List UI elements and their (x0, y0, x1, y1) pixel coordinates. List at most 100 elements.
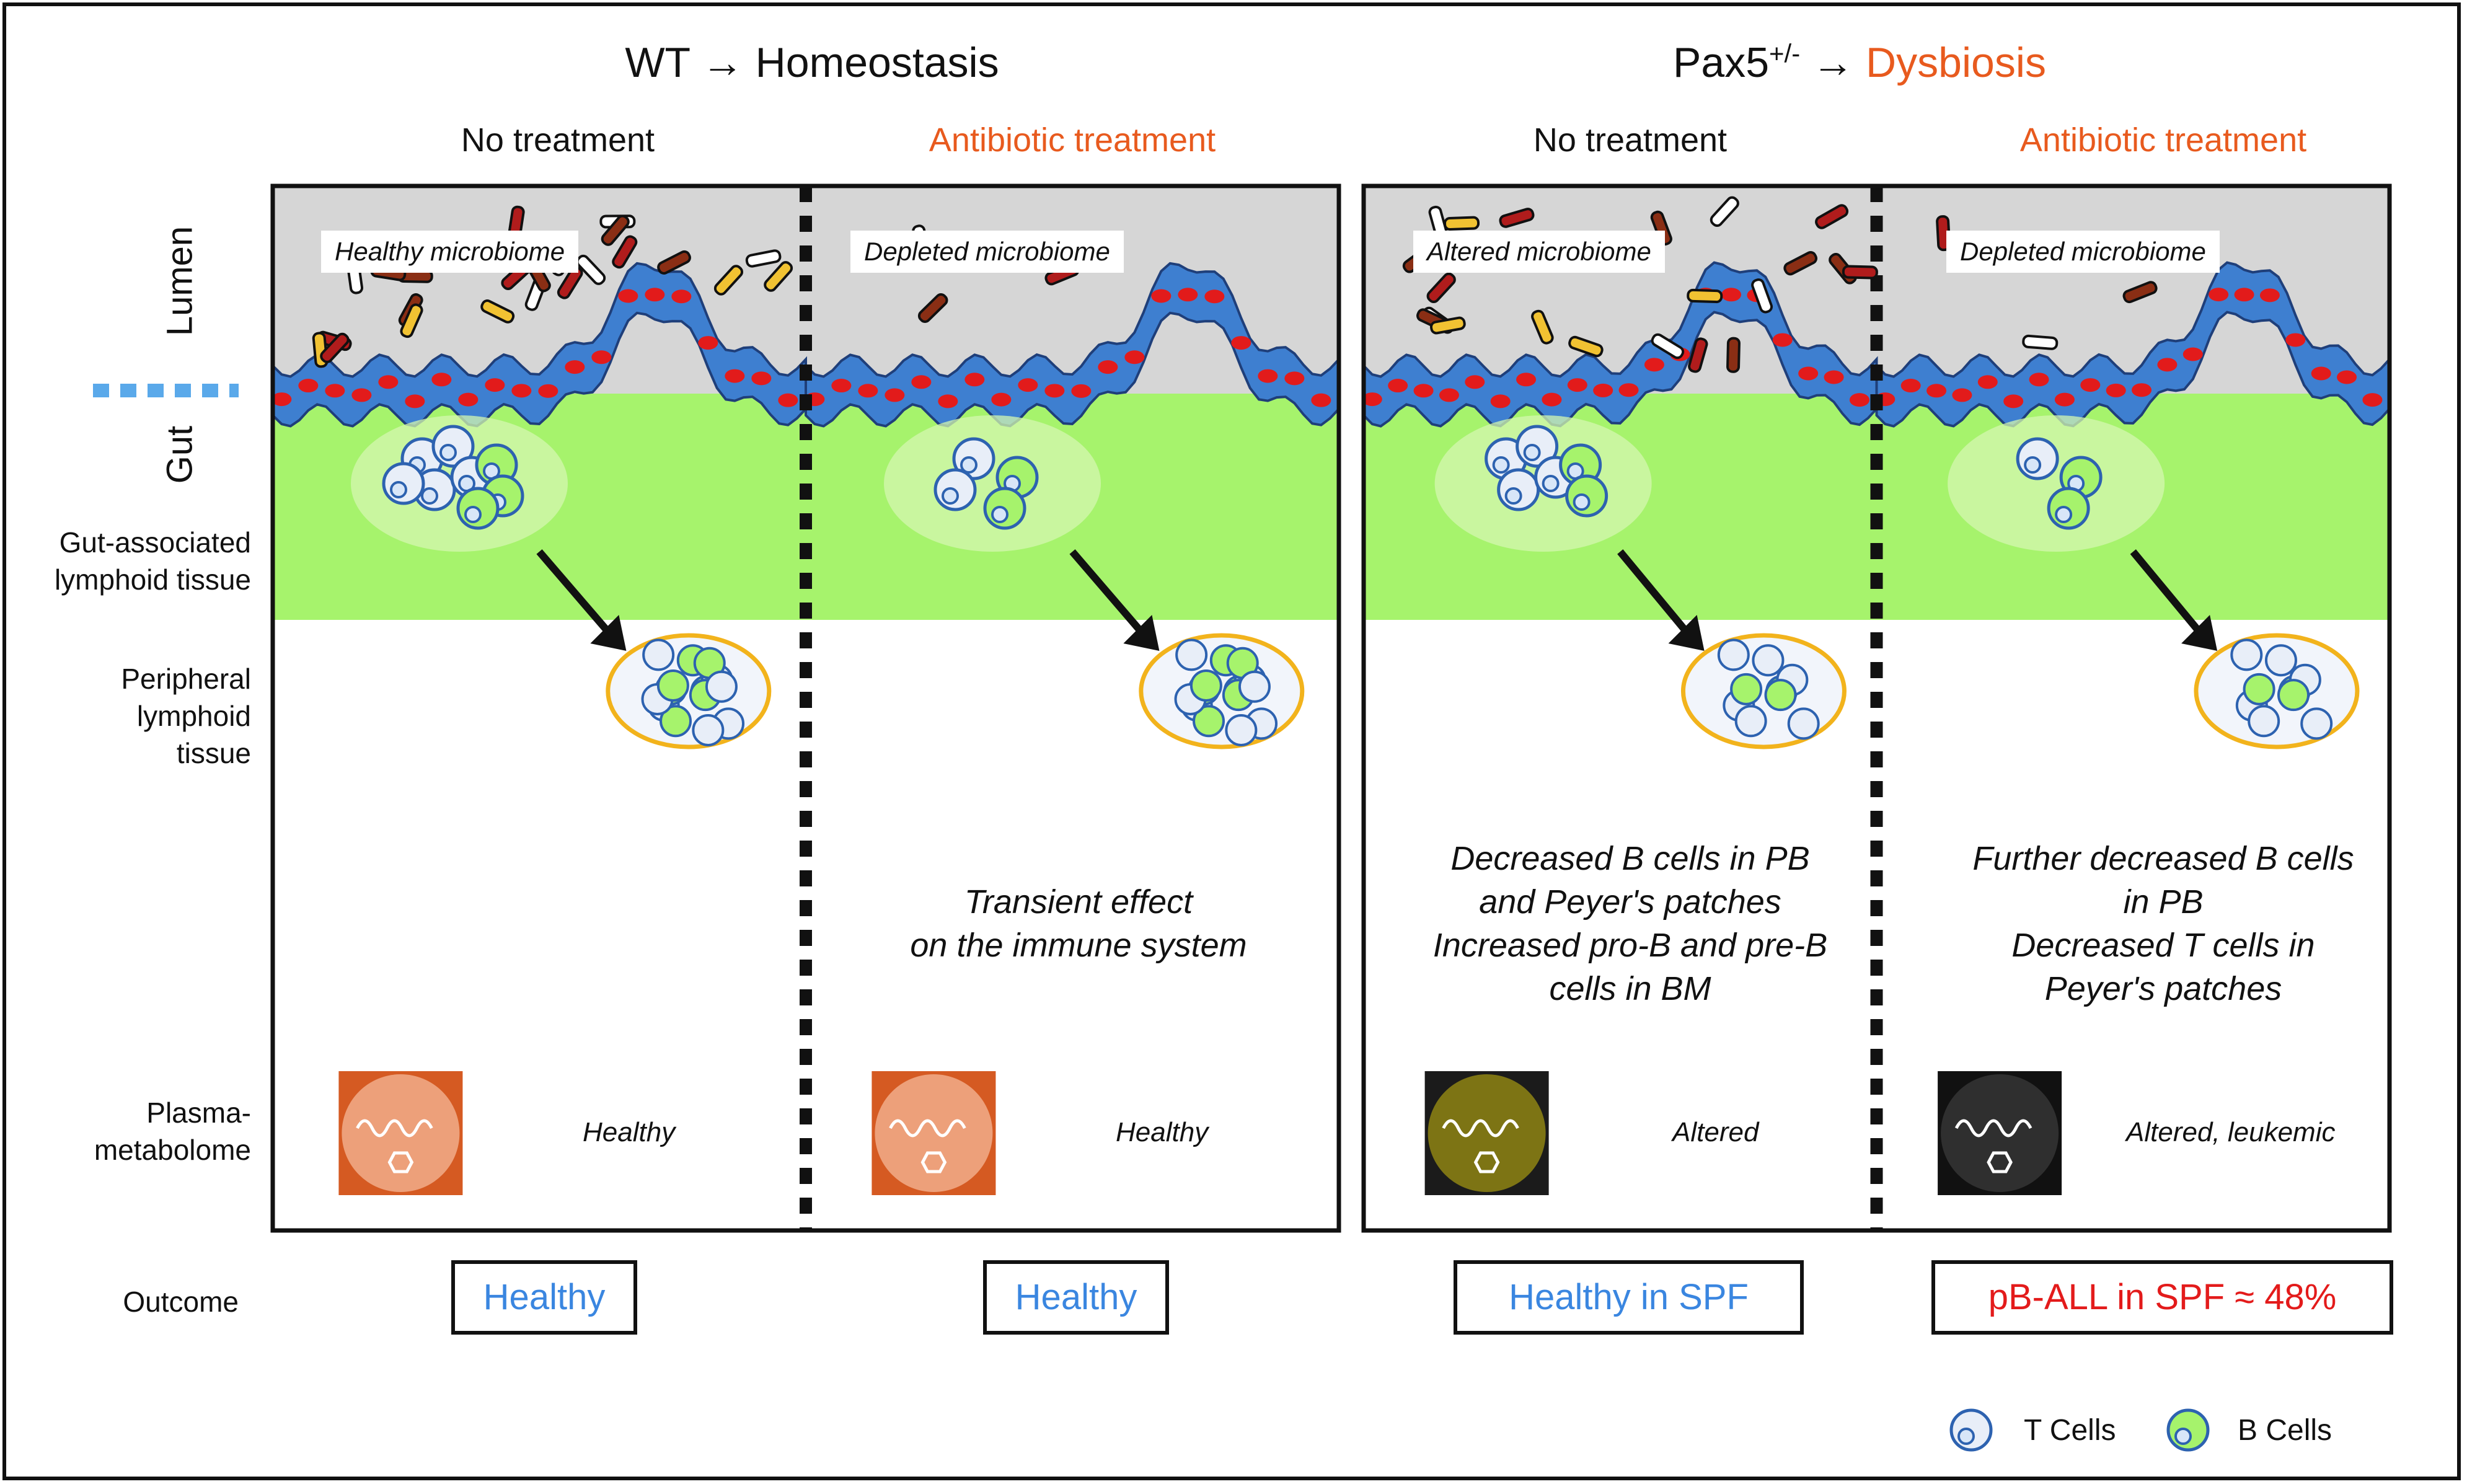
epithelial-nucleus (1071, 384, 1092, 398)
epithelial-nucleus (2234, 288, 2254, 302)
molecule-ring (1987, 1151, 2013, 1173)
epithelial-nucleus (298, 379, 319, 393)
bacterium (400, 303, 423, 338)
dna-squiggle (356, 1119, 433, 1137)
cell-nucleus (1573, 493, 1591, 511)
gut-label: Gut (159, 425, 200, 484)
epithelial-nucleus (1824, 370, 1844, 384)
epithelial-nucleus (1618, 383, 1639, 397)
epithelial-nucleus (645, 288, 665, 302)
epithelial-nucleus (885, 388, 905, 402)
bacterium (1426, 272, 1456, 303)
epithelium-layer (805, 262, 1340, 428)
epithelial-nucleus (1465, 375, 1485, 389)
bacterium (576, 254, 606, 285)
cell-nucleus (464, 506, 482, 523)
b-cell (1193, 705, 1225, 738)
bacterium (1751, 278, 1773, 314)
epithelial-nucleus (778, 393, 798, 407)
cell-nucleus (390, 481, 407, 498)
panel-4-metabolome-label: Altered, leukemic (2126, 1117, 2336, 1147)
epithelial-nucleus (538, 384, 558, 398)
epithelial-nucleus (671, 289, 692, 304)
cell-nucleus (2055, 506, 2073, 523)
molecule-ring (920, 1151, 947, 1173)
epithelial-nucleus (325, 384, 345, 398)
epithelial-nucleus (1044, 384, 1065, 398)
bacterium (713, 265, 744, 296)
migration-arrow (2130, 549, 2208, 641)
arrow-head (1123, 615, 1160, 651)
epithelial-nucleus (2003, 394, 2024, 409)
molecule-ring (1473, 1151, 1500, 1173)
epithelial-nucleus (1018, 378, 1038, 392)
t-cell (1734, 705, 1767, 738)
t-cell-legend-icon-nucleus (1957, 1428, 1975, 1445)
legend-t-cells-label: T Cells (2024, 1414, 2116, 1447)
group-border (270, 183, 1341, 1233)
panel-1-metabolome-label: Healthy (583, 1117, 676, 1147)
bacterium (1710, 196, 1739, 227)
galt-follicle (884, 415, 1101, 552)
group-header-pax5: Pax5+/- → Dysbiosis (1673, 38, 2046, 86)
b-cell-legend-icon-nucleus (2174, 1428, 2192, 1445)
epithelial-nucleus (2080, 378, 2101, 392)
t-cell (642, 638, 675, 671)
epithelial-nucleus (1593, 383, 1613, 397)
panel-1-outcome: Healthy (451, 1260, 637, 1335)
epithelial-nucleus (351, 388, 372, 402)
b-cell (2277, 679, 2310, 712)
panel-1-treatment: No treatment (461, 121, 655, 159)
migration-arrow (1617, 549, 1695, 641)
epithelial-nucleus (1231, 336, 1251, 350)
epithelial-nucleus (2157, 358, 2178, 372)
bacterium (1842, 265, 1878, 280)
epithelial-nucleus (565, 360, 585, 374)
bacterium (1650, 210, 1672, 246)
cell-nucleus (1523, 444, 1541, 461)
bacterium (917, 293, 948, 323)
epithelial-nucleus (2259, 288, 2280, 303)
bacterium (1815, 204, 1849, 229)
epithelial-nucleus (1772, 333, 1793, 347)
panel-4-treatment: Antibiotic treatment (2019, 121, 2307, 159)
epithelial-nucleus (1439, 388, 1459, 402)
panel-2-outcome: Healthy (983, 1260, 1169, 1335)
b-cell (656, 669, 689, 702)
t-cell (1787, 707, 1820, 740)
epithelial-nucleus (271, 392, 292, 407)
epithelial-nucleus (511, 384, 532, 398)
epithelial-nucleus (2209, 288, 2229, 302)
bacterium (1688, 337, 1708, 373)
epithelial-nucleus (1952, 388, 1972, 402)
group-border (1361, 183, 2392, 1233)
epithelial-nucleus (1798, 366, 1819, 381)
t-cell (1175, 638, 1208, 671)
epithelial-nucleus (964, 373, 985, 387)
panel-2-metabolome-label: Healthy (1116, 1117, 1209, 1147)
bacterium (612, 235, 638, 269)
epithelial-nucleus (1977, 375, 1998, 389)
bacterium (745, 249, 782, 268)
outcome-label: Outcome (123, 1286, 239, 1318)
t-cell (1717, 638, 1750, 671)
bacterium (764, 261, 793, 292)
epithelial-nucleus (378, 375, 399, 389)
bacterium (1783, 251, 1818, 276)
bacterium (480, 299, 515, 324)
metabolome-circle (342, 1074, 460, 1192)
epithelial-nucleus (618, 289, 638, 303)
epithelial-nucleus (938, 394, 958, 409)
molecule-ring (387, 1151, 414, 1173)
bacterium (1726, 337, 1741, 373)
epithelial-nucleus (1311, 393, 1331, 407)
arrow-head (1668, 615, 1705, 651)
lumen-label: Lumen (159, 226, 200, 337)
epithelial-nucleus (431, 373, 452, 387)
t-cell (2230, 638, 2263, 671)
